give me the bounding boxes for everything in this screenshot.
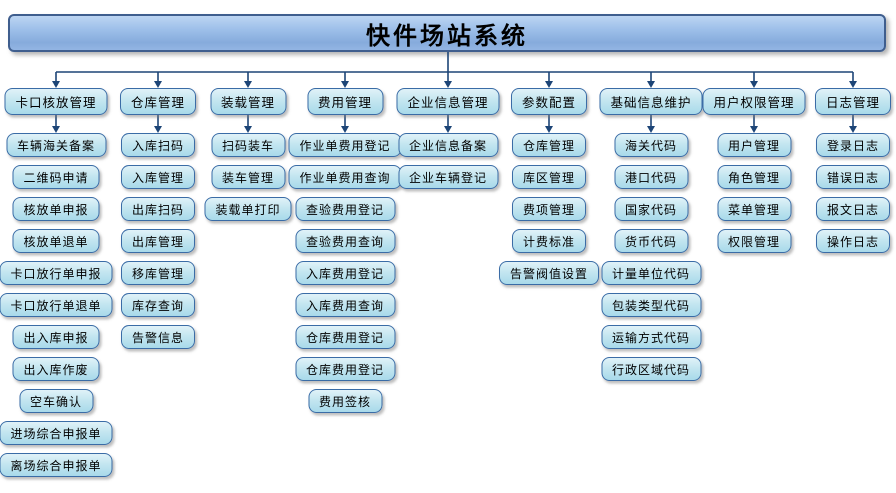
- menu-node: 仓库费用登记: [294, 325, 396, 349]
- menu-node: 权限管理: [716, 229, 792, 253]
- menu-node: 核放单申报: [12, 197, 100, 221]
- menu-node: 出库扫码: [120, 197, 196, 221]
- menu-node: 移库管理: [120, 261, 196, 285]
- category-node: 仓库管理: [119, 88, 197, 115]
- menu-node: 货币代码: [613, 229, 689, 253]
- menu-node: 港口代码: [613, 165, 689, 189]
- root-title: 快件场站系统: [366, 23, 528, 50]
- column-items: 登录日志错误日志报文日志操作日志: [815, 133, 891, 253]
- menu-node: 计费标准: [511, 229, 587, 253]
- menu-node: 登录日志: [815, 133, 891, 157]
- column-items: 用户管理角色管理菜单管理权限管理: [716, 133, 792, 253]
- menu-node: 运输方式代码: [600, 325, 702, 349]
- menu-node: 仓库管理: [511, 133, 587, 157]
- menu-node: 二维码申请: [12, 165, 100, 189]
- menu-node: 装车管理: [210, 165, 286, 189]
- menu-node: 企业车辆登记: [397, 165, 499, 189]
- category-node: 用户权限管理: [702, 88, 806, 115]
- menu-node: 菜单管理: [716, 197, 792, 221]
- menu-node: 告警信息: [120, 325, 196, 349]
- column-4: 费用管理作业单费用登记作业单费用查询查验费用登记查验费用查询入库费用登记入库费用…: [288, 88, 402, 413]
- category-node: 企业信息管理: [396, 88, 500, 115]
- menu-node: 进场综合申报单: [0, 421, 113, 445]
- menu-node: 作业单费用登记: [288, 133, 402, 157]
- column-9: 日志管理登录日志错误日志报文日志操作日志: [814, 88, 892, 253]
- menu-node: 库区管理: [511, 165, 587, 189]
- menu-node: 核放单退单: [12, 229, 100, 253]
- menu-node: 海关代码: [613, 133, 689, 157]
- column-1: 卡口核放管理车辆海关备案二维码申请核放单申报核放单退单卡口放行单申报卡口放行单退…: [0, 88, 113, 477]
- menu-node: 角色管理: [716, 165, 792, 189]
- category-node: 装载管理: [209, 88, 287, 115]
- menu-node: 企业信息备案: [397, 133, 499, 157]
- column-7: 基础信息维护海关代码港口代码国家代码货币代码计量单位代码包装类型代码运输方式代码…: [599, 88, 703, 381]
- menu-node: 包装类型代码: [600, 293, 702, 317]
- category-node: 日志管理: [814, 88, 892, 115]
- category-node: 参数配置: [510, 88, 588, 115]
- menu-node: 入库扫码: [120, 133, 196, 157]
- menu-node: 装载单打印: [204, 197, 292, 221]
- category-node: 基础信息维护: [599, 88, 703, 115]
- column-items: 海关代码港口代码国家代码货币代码计量单位代码包装类型代码运输方式代码行政区域代码: [600, 133, 702, 381]
- column-items: 车辆海关备案二维码申请核放单申报核放单退单卡口放行单申报卡口放行单退单出入库申报…: [0, 133, 113, 477]
- column-5: 企业信息管理企业信息备案企业车辆登记: [396, 88, 500, 189]
- menu-node: 空车确认: [18, 389, 94, 413]
- column-items: 作业单费用登记作业单费用查询查验费用登记查验费用查询入库费用登记入库费用查询仓库…: [288, 133, 402, 413]
- menu-node: 查验费用登记: [294, 197, 396, 221]
- column-2: 仓库管理入库扫码入库管理出库扫码出库管理移库管理库存查询告警信息: [119, 88, 197, 349]
- menu-node: 费用签核: [307, 389, 383, 413]
- column-items: 扫码装车装车管理装载单打印: [204, 133, 292, 221]
- column-items: 企业信息备案企业车辆登记: [397, 133, 499, 189]
- menu-node: 卡口放行单退单: [0, 293, 113, 317]
- category-node: 卡口核放管理: [4, 88, 108, 115]
- menu-node: 入库管理: [120, 165, 196, 189]
- menu-node: 入库费用查询: [294, 293, 396, 317]
- menu-node: 车辆海关备案: [5, 133, 107, 157]
- menu-node: 出入库申报: [12, 325, 100, 349]
- menu-node: 卡口放行单申报: [0, 261, 113, 285]
- column-6: 参数配置仓库管理库区管理费项管理计费标准告警阀值设置: [498, 88, 600, 285]
- menu-node: 告警阀值设置: [498, 261, 600, 285]
- menu-node: 国家代码: [613, 197, 689, 221]
- menu-node: 离场综合申报单: [0, 453, 113, 477]
- menu-node: 查验费用查询: [294, 229, 396, 253]
- menu-node: 库存查询: [120, 293, 196, 317]
- menu-node: 扫码装车: [210, 133, 286, 157]
- menu-node: 错误日志: [815, 165, 891, 189]
- column-items: 入库扫码入库管理出库扫码出库管理移库管理库存查询告警信息: [120, 133, 196, 349]
- menu-node: 出库管理: [120, 229, 196, 253]
- column-items: 仓库管理库区管理费项管理计费标准告警阀值设置: [498, 133, 600, 285]
- menu-node: 报文日志: [815, 197, 891, 221]
- menu-node: 仓库费用登记: [294, 357, 396, 381]
- menu-node: 行政区域代码: [600, 357, 702, 381]
- menu-node: 入库费用登记: [294, 261, 396, 285]
- column-8: 用户权限管理用户管理角色管理菜单管理权限管理: [702, 88, 806, 253]
- menu-node: 计量单位代码: [600, 261, 702, 285]
- menu-node: 操作日志: [815, 229, 891, 253]
- root-node: 快件场站系统: [8, 14, 886, 52]
- menu-node: 费项管理: [511, 197, 587, 221]
- menu-node: 出入库作废: [12, 357, 100, 381]
- menu-node: 用户管理: [716, 133, 792, 157]
- menu-node: 作业单费用查询: [288, 165, 402, 189]
- column-3: 装载管理扫码装车装车管理装载单打印: [204, 88, 292, 221]
- category-node: 费用管理: [306, 88, 384, 115]
